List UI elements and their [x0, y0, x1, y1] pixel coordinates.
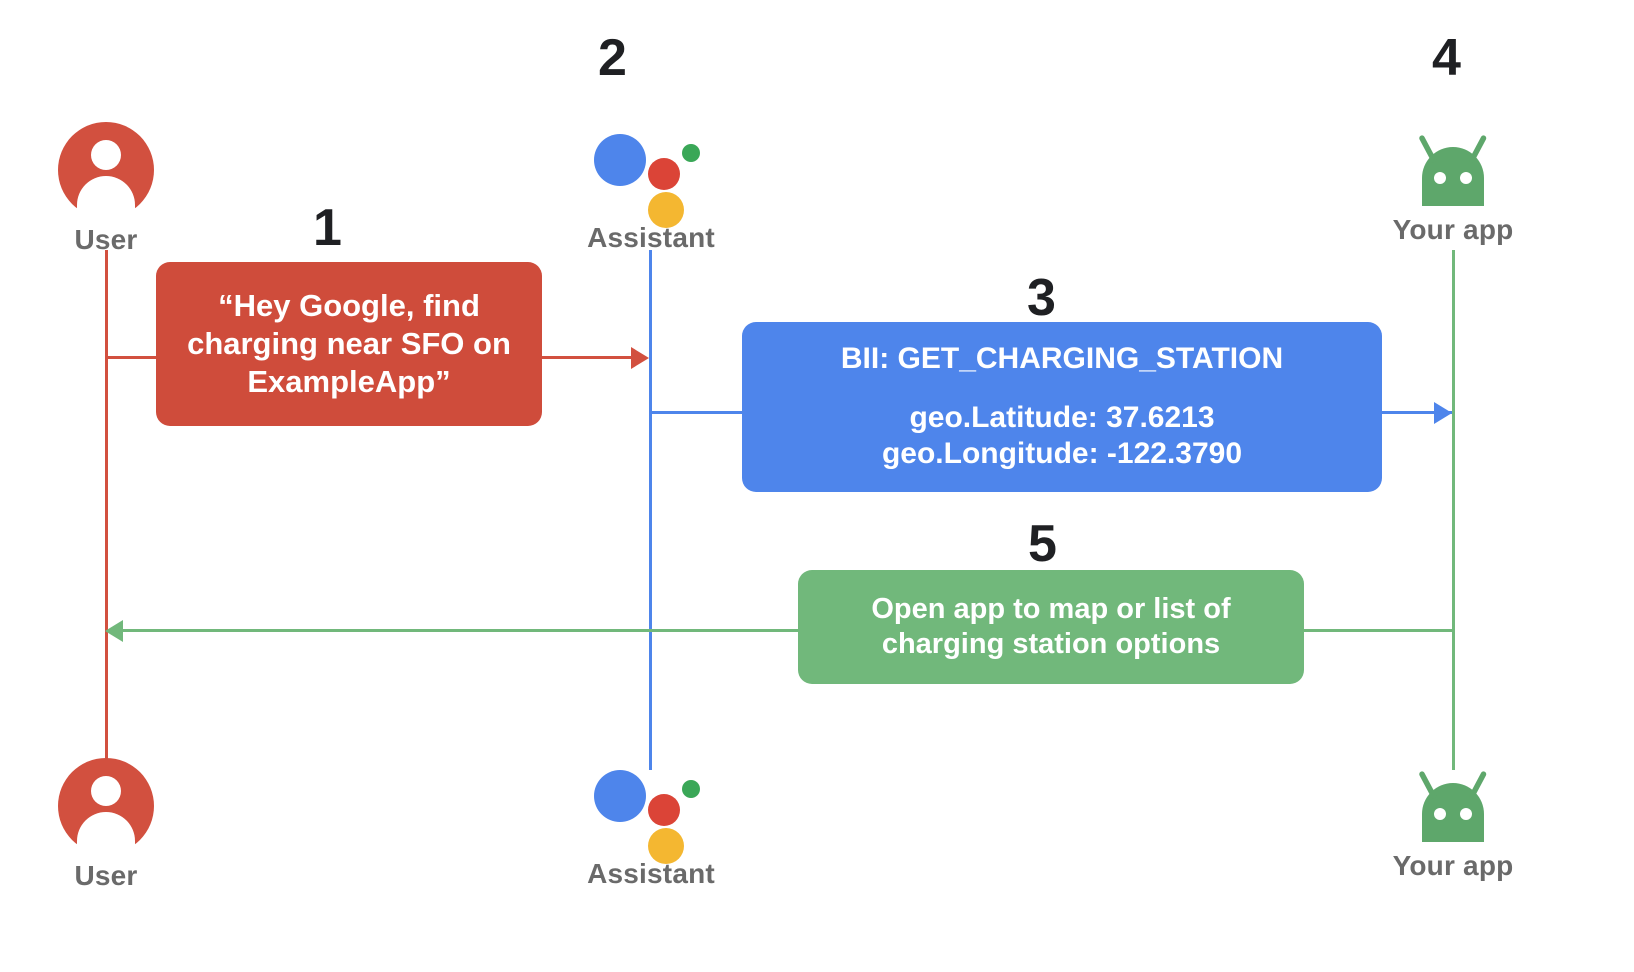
actor-label-assistant-bottom: Assistant	[587, 858, 715, 889]
lifeline-user	[105, 250, 108, 770]
connector-app-to-user	[122, 629, 1455, 632]
user-request-line-3: ExampleApp”	[247, 363, 451, 399]
message-box-user-request: “Hey Google, find charging near SFO on E…	[156, 262, 542, 426]
step-number-3: 3	[1027, 269, 1056, 327]
actor-assistant-top: Assistant	[556, 120, 746, 254]
actor-label-your-app-top: Your app	[1392, 214, 1514, 245]
android-robot-icon	[1398, 128, 1508, 208]
google-assistant-icon	[592, 120, 710, 228]
google-assistant-icon	[592, 756, 710, 864]
app-response-line-2: charging station options	[881, 628, 1221, 660]
actor-assistant-bottom: Assistant	[556, 756, 746, 890]
bii-intent-longitude: geo.Longitude: -122.3790	[881, 437, 1243, 471]
message-box-app-response: Open app to map or list of charging stat…	[798, 570, 1304, 684]
user-request-line-2: charging near SFO on	[187, 326, 511, 362]
actor-user-bottom: User	[11, 758, 201, 892]
actor-your-app-top: Your app	[1358, 128, 1548, 246]
app-response-line-1: Open app to map or list of	[871, 592, 1231, 625]
user-avatar-icon	[58, 758, 154, 856]
actor-label-assistant-top: Assistant	[587, 222, 715, 253]
actor-user-top: User	[11, 122, 201, 256]
step-number-2: 2	[598, 29, 627, 87]
actor-label-your-app-bottom: Your app	[1392, 850, 1514, 881]
actor-label-user-top: User	[74, 224, 138, 255]
arrowhead-assistant-to-app	[1434, 402, 1452, 424]
message-box-bii-intent: BII: GET_CHARGING_STATION geo.Latitude: …	[742, 322, 1382, 492]
bii-intent-line-1: BII: GET_CHARGING_STATION	[840, 342, 1284, 376]
arrowhead-app-to-user	[105, 620, 123, 642]
lifeline-your-app	[1452, 250, 1455, 770]
actor-your-app-bottom: Your app	[1358, 764, 1548, 882]
step-number-5: 5	[1028, 515, 1057, 573]
lifeline-assistant	[649, 250, 652, 770]
user-request-line-1: “Hey Google, find	[218, 288, 480, 324]
arrowhead-user-to-assistant	[631, 347, 649, 369]
step-number-1: 1	[313, 199, 342, 257]
user-avatar-icon	[58, 122, 154, 220]
step-number-4: 4	[1432, 29, 1461, 87]
android-robot-icon	[1398, 764, 1508, 844]
actor-label-user-bottom: User	[74, 860, 138, 891]
bii-intent-latitude: geo.Latitude: 37.6213	[909, 400, 1215, 434]
